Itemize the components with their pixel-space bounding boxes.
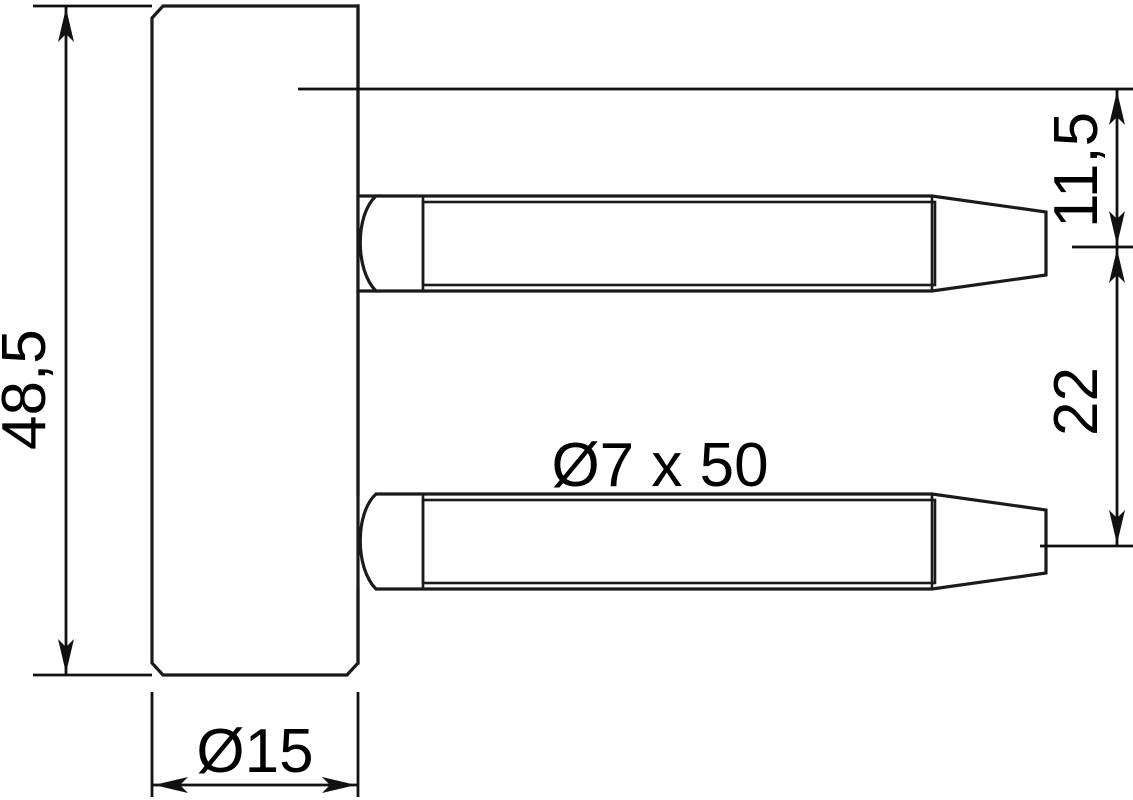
arrowhead-left-icon	[154, 777, 188, 793]
arrowhead-right-icon	[322, 777, 356, 793]
upper-pin-shank	[358, 194, 1048, 293]
arrowhead-gap-up-icon	[1109, 91, 1125, 125]
arrowhead-spacing-down-icon	[1109, 510, 1125, 544]
arrowhead-down-icon	[58, 639, 74, 673]
lower-pin-shank	[358, 492, 1048, 591]
arrowhead-up-icon	[58, 8, 74, 42]
hinge-body-barrel	[150, 4, 360, 677]
dim-label-gap-upper: 11,5	[1042, 112, 1111, 228]
dim-label-spacing: 22	[1042, 367, 1111, 436]
arrowhead-spacing-up-icon	[1109, 249, 1125, 283]
dimension-body-diameter: Ø15	[150, 692, 360, 797]
dimension-overall-height: 48,5	[0, 4, 152, 677]
arrowhead-gap-down-icon	[1109, 211, 1125, 245]
dimension-right-stack: 11,5 22	[298, 87, 1133, 548]
dim-label-pin-spec: Ø7 x 50	[551, 431, 768, 500]
label-pin-spec: Ø7 x 50	[551, 431, 768, 500]
dim-label-body-diameter: Ø15	[196, 717, 313, 786]
dim-label-overall-height: 48,5	[0, 329, 59, 450]
